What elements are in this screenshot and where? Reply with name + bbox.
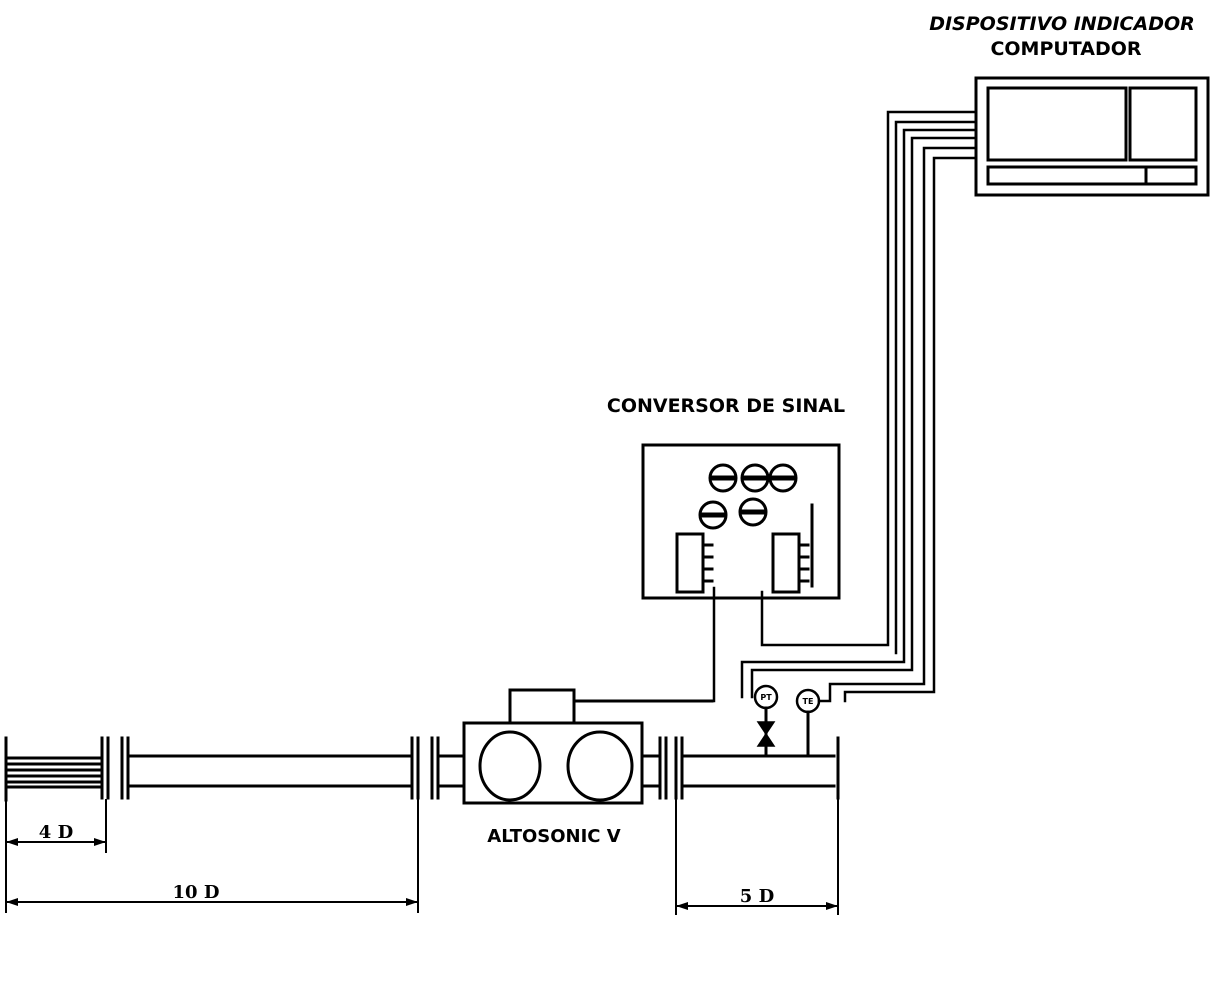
altosonic-meter: [430, 688, 714, 805]
meter-label: ALTOSONIC V: [487, 826, 621, 847]
converter-label: CONVERSOR DE SINAL: [607, 395, 845, 417]
indicator-computer: [974, 76, 1210, 197]
signal-converter: [641, 443, 841, 600]
pressure-tag: PT: [760, 693, 772, 702]
temperature-tag: TE: [803, 697, 814, 706]
dimension-10d: 10 D: [173, 882, 220, 903]
dimension-5d: 5 D: [740, 886, 774, 907]
flow-conditioner: [4, 736, 110, 802]
pressure-transmitter: [753, 684, 779, 758]
signal-cables: [712, 110, 978, 703]
device-label-line2: COMPUTADOR: [990, 38, 1141, 60]
dimension-4d: 4 D: [39, 822, 73, 843]
upstream-pipe: [120, 736, 420, 800]
dimension-arrowheads: [6, 838, 838, 910]
device-label-line1: DISPOSITIVO INDICADOR: [929, 13, 1195, 35]
dimension-lines: [5, 799, 839, 915]
downstream-pipe: [674, 736, 840, 800]
